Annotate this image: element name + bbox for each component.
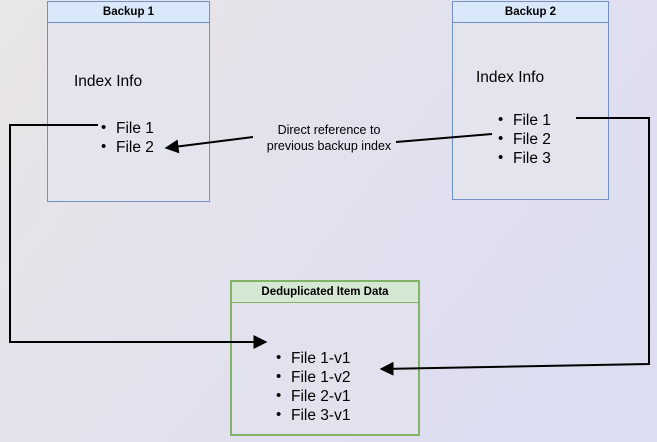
list-item: File 1-v1 [276, 348, 350, 368]
caption-line-1: Direct reference to [277, 123, 381, 137]
list-item: File 2 [101, 137, 154, 157]
deduplicated-item-data-header: Deduplicated Item Data [232, 282, 418, 303]
backup-2-file-list: File 1 File 2 File 3 [498, 110, 551, 168]
backup-1-file-list: File 1 File 2 [101, 118, 154, 157]
backup-1-box[interactable]: Backup 1 Index Info File 1 File 2 [47, 1, 210, 202]
backup-1-header: Backup 1 [48, 2, 209, 23]
backup-1-index-info-label: Index Info [74, 73, 143, 90]
caption-line-2: previous backup index [266, 139, 392, 153]
list-item: File 1-v2 [276, 367, 350, 387]
backup-2-box[interactable]: Backup 2 Index Info File 1 File 2 File 3 [452, 1, 609, 200]
list-item: File 1 [498, 110, 551, 130]
list-item: File 1 [101, 118, 154, 138]
backup-2-header: Backup 2 [453, 2, 608, 23]
list-item: File 2 [498, 129, 551, 149]
list-item: File 2-v1 [276, 386, 350, 406]
backup-2-index-info-label: Index Info [476, 69, 545, 86]
deduplicated-file-list: File 1-v1 File 1-v2 File 2-v1 File 3-v1 [276, 348, 350, 425]
deduplicated-item-data-body: File 1-v1 File 1-v2 File 2-v1 File 3-v1 [232, 303, 418, 434]
list-item: File 3-v1 [276, 405, 350, 425]
backup-1-body: Index Info File 1 File 2 [48, 23, 209, 201]
direct-reference-caption: Direct reference to previous backup inde… [266, 122, 392, 154]
backup-2-body: Index Info File 1 File 2 File 3 [453, 23, 608, 199]
deduplicated-item-data-box[interactable]: Deduplicated Item Data File 1-v1 File 1-… [230, 280, 420, 436]
list-item: File 3 [498, 148, 551, 168]
